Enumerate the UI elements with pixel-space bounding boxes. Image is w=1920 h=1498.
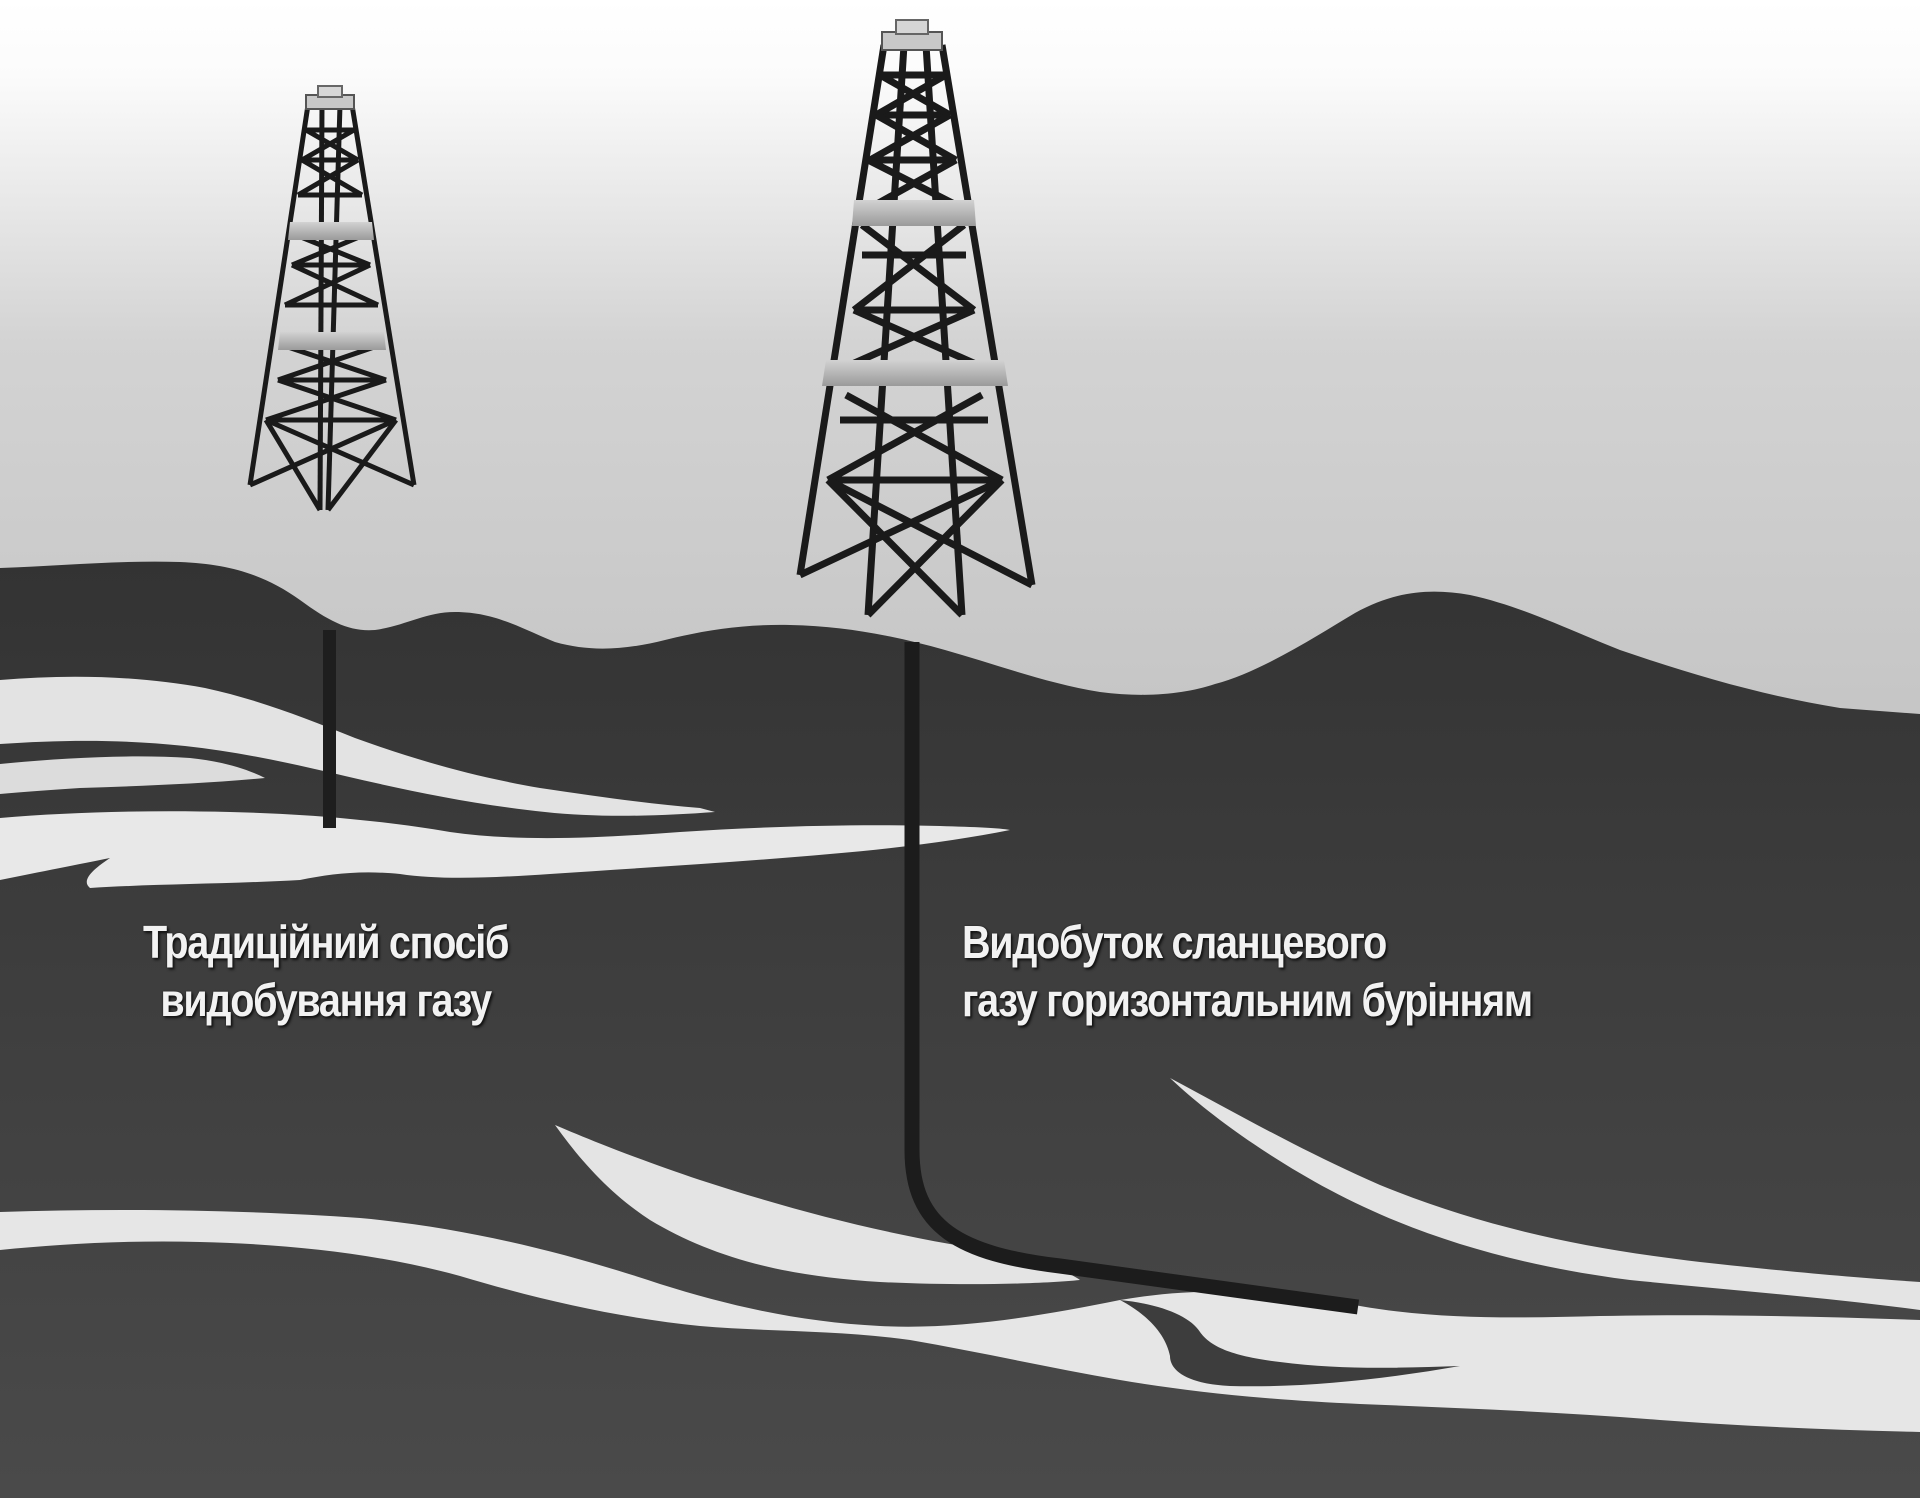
gas-layer-deep-right <box>1170 1078 1920 1310</box>
rock-intrusion <box>1120 1300 1460 1387</box>
oil-derrick-icon <box>796 19 1036 618</box>
gas-layer-deep-main <box>0 1210 1920 1432</box>
label-shale-extraction: Видобуток сланцевого газу горизонтальним… <box>962 913 1533 1029</box>
gas-layer-shallow-lower <box>0 811 1010 888</box>
gas-layer-shallow-lens <box>0 756 265 794</box>
label-shale-line1: Видобуток сланцевого <box>962 916 1387 968</box>
well-traditional <box>323 630 336 828</box>
oil-derrick-icon <box>247 85 417 512</box>
label-shale-line2: газу горизонтальним бурінням <box>962 974 1533 1026</box>
well-horizontal <box>904 642 1360 1315</box>
label-traditional-line2: видобування газу <box>160 974 492 1026</box>
label-traditional-line1: Традиційний спосіб <box>143 916 509 968</box>
label-traditional-extraction: Традиційний спосіб видобування газу <box>143 913 509 1029</box>
gas-layer-deep-wedge <box>555 1125 1080 1285</box>
gas-layer-shallow-upper <box>0 676 715 816</box>
